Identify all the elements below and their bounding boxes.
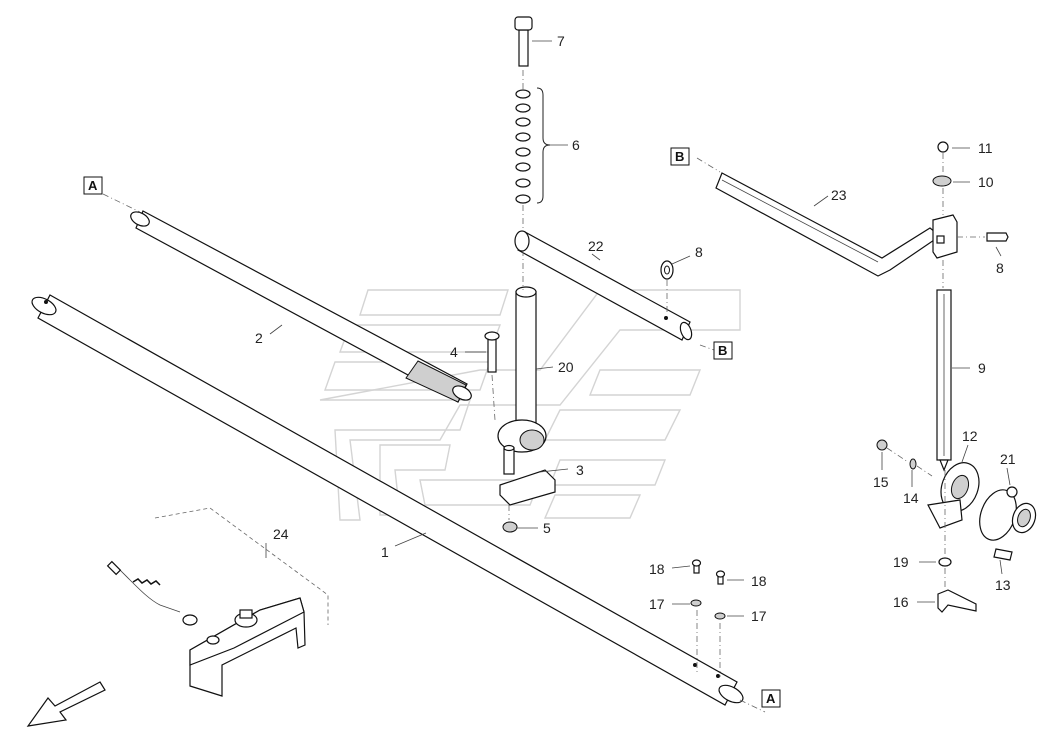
callout-22: 22 <box>588 238 604 254</box>
callout-18-right: 18 <box>751 573 767 589</box>
callout-1: 1 <box>381 544 389 560</box>
callout-8-right: 8 <box>996 260 1004 276</box>
callout-4: 4 <box>450 344 458 360</box>
ref-a-bottom-label: A <box>766 691 776 706</box>
screw-part-18-right <box>715 570 726 585</box>
sensor-assembly-part-24 <box>106 560 306 697</box>
callout-2: 2 <box>255 330 263 346</box>
bolt-part-7 <box>514 16 533 67</box>
nut-part-5 <box>502 521 518 533</box>
hub-part-21 <box>979 486 1037 541</box>
ref-box-a-bottom: A <box>761 689 781 708</box>
direction-arrow <box>26 681 106 727</box>
eyebolt-part-8 <box>660 260 674 280</box>
nut-part-11 <box>937 141 949 153</box>
crank-part-23 <box>715 172 942 277</box>
bolt-part-13 <box>993 548 1013 561</box>
clamp-part-3 <box>499 444 556 506</box>
handle-part-16 <box>937 589 977 613</box>
callout-21: 21 <box>1000 451 1016 467</box>
washer-part-17-right <box>714 612 726 620</box>
callout-13: 13 <box>995 577 1011 593</box>
pin-part-8 <box>986 232 1009 242</box>
callout-labels: 7 6 2 4 20 3 5 1 22 8 23 11 10 8 9 12 21… <box>255 33 1016 624</box>
inner-tube-part-2 <box>130 210 472 403</box>
leader-lines <box>265 40 1011 617</box>
callout-18-left: 18 <box>649 561 665 577</box>
watermark-logo <box>319 289 741 521</box>
nut-part-15 <box>876 439 888 451</box>
group-bracket-24 <box>154 507 329 625</box>
bolt-part-4 <box>484 331 500 373</box>
callout-6: 6 <box>572 137 580 153</box>
ref-b-left-label: B <box>675 149 684 164</box>
callout-9: 9 <box>978 360 986 376</box>
crank-block <box>932 214 958 259</box>
main-tube-part-1 <box>31 294 744 706</box>
shaft-part-9 <box>936 289 952 472</box>
callout-7: 7 <box>557 33 565 49</box>
callout-16: 16 <box>893 594 909 610</box>
washer-part-14 <box>909 458 917 470</box>
callout-5: 5 <box>543 520 551 536</box>
callout-17-left: 17 <box>649 596 665 612</box>
ref-b-mid-label: B <box>718 343 727 358</box>
callout-14: 14 <box>903 490 919 506</box>
ref-a-top-label: A <box>88 178 98 193</box>
washer-part-10 <box>932 175 952 187</box>
callout-10: 10 <box>978 174 994 190</box>
callout-8-left: 8 <box>695 244 703 260</box>
washer-part-19 <box>938 557 952 567</box>
callout-24: 24 <box>273 526 289 542</box>
screw-part-18-left <box>691 559 702 574</box>
callout-11: 11 <box>978 140 993 156</box>
arm-part-22 <box>514 230 693 341</box>
callout-20: 20 <box>558 359 574 375</box>
callout-17-right: 17 <box>751 608 767 624</box>
callout-23: 23 <box>831 187 847 203</box>
center-lines <box>102 70 985 713</box>
ref-box-b-left: B <box>670 147 690 166</box>
callout-3: 3 <box>576 462 584 478</box>
ref-box-a-top: A <box>83 176 103 195</box>
callout-19: 19 <box>893 554 909 570</box>
bracket-6 <box>536 87 551 204</box>
callout-15: 15 <box>873 474 889 490</box>
bracket-part-12 <box>927 462 980 529</box>
washer-part-17-left <box>690 599 702 607</box>
ref-box-b-mid: B <box>713 341 733 360</box>
callout-12: 12 <box>962 428 978 444</box>
post-part-20 <box>497 286 547 453</box>
washers-part-6 <box>515 89 531 204</box>
